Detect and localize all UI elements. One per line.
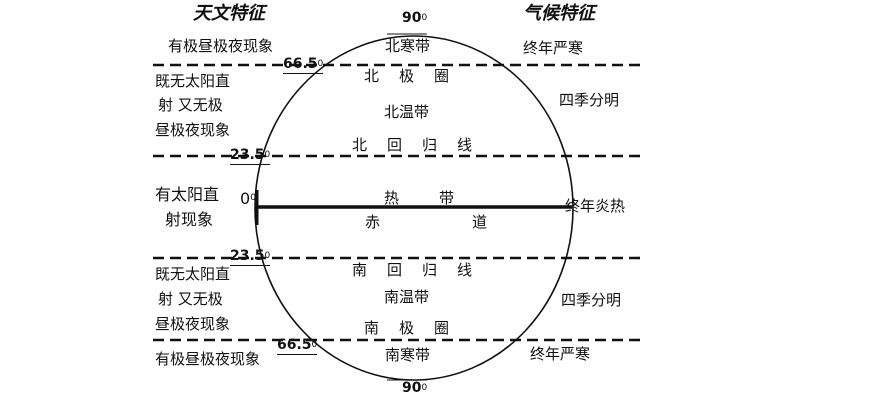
climate-south-temperate: 四季分明 — [561, 291, 622, 309]
astro-south-temperate-2: 射 又无极 — [158, 290, 223, 308]
astronomical-features-header: 天文特征 — [193, 3, 265, 24]
arctic-circle-label: 北极圈 — [364, 67, 470, 85]
equator-degree: 00 — [240, 189, 256, 208]
astro-north-frigid: 有极昼极夜现象 — [168, 37, 274, 55]
astro-north-temperate-3: 昼极夜现象 — [155, 121, 231, 139]
climate-features-header: 气候特征 — [523, 3, 595, 24]
south-pole-degree: 900 — [402, 380, 428, 396]
tropic-of-capricorn-label: 南回归线 — [352, 261, 493, 279]
astro-south-temperate-1: 既无太阳直 — [155, 265, 231, 283]
antarctic-degree: 66.50 — [277, 337, 318, 355]
south-frigid-zone-label: 南寒带 — [385, 346, 431, 364]
climate-south-frigid: 终年严寒 — [530, 345, 591, 363]
arctic-degree: 66.50 — [283, 56, 324, 74]
tropic-of-cancer-label: 北回归线 — [352, 136, 493, 154]
astro-torrid-2: 射现象 — [165, 210, 214, 229]
astro-north-temperate-2: 射 又无极 — [158, 96, 223, 114]
climate-north-temperate: 四季分明 — [559, 91, 620, 109]
astro-north-temperate-1: 既无太阳直 — [155, 72, 231, 90]
latitude-dashed-lines — [153, 63, 643, 342]
astro-south-temperate-3: 昼极夜现象 — [155, 315, 231, 333]
tropic-cancer-degree: 23.50 — [230, 147, 271, 165]
antarctic-circle-label: 南极圈 — [364, 319, 470, 337]
equator-label: 赤道 — [365, 213, 580, 231]
climate-north-frigid: 终年严寒 — [523, 39, 584, 57]
astro-torrid-1: 有太阳直 — [155, 185, 220, 204]
north-pole-degree: 900 — [402, 10, 428, 26]
climate-torrid: 终年炎热 — [565, 197, 626, 215]
south-temperate-zone-label: 南温带 — [384, 288, 430, 306]
north-frigid-zone-label: 北寒带 — [385, 37, 431, 55]
north-temperate-zone-label: 北温带 — [384, 103, 430, 121]
torrid-zone-label: 热带 — [384, 189, 495, 207]
tropic-capricorn-degree: 23.50 — [230, 248, 271, 266]
astro-south-frigid: 有极昼极夜现象 — [155, 350, 261, 368]
